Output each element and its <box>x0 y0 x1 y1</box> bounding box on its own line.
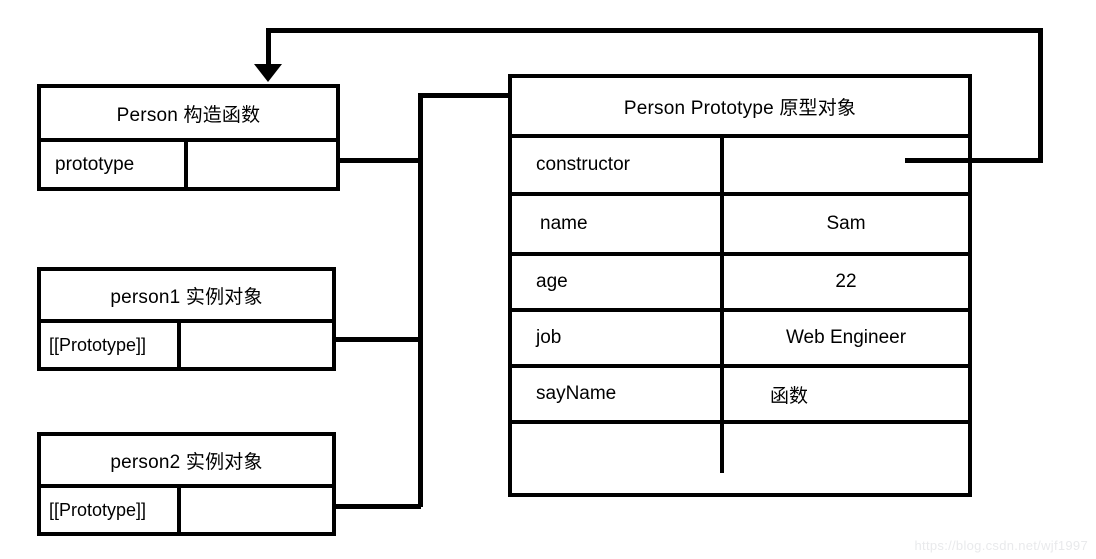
prototype-sayname-value: 函数 <box>770 385 809 407</box>
connector-constructor-vertical-up <box>1038 28 1043 162</box>
person1-title: person1 实例对象 <box>110 286 263 308</box>
person1-row-prototype: [[Prototype]] <box>41 319 332 367</box>
prototype-name-value: Sam <box>826 213 866 234</box>
prototype-name-value-cell: Sam <box>720 196 968 252</box>
prototype-sayname-value-cell: 函数 <box>720 368 968 420</box>
person2-prototype-key-cell: [[Prototype]] <box>41 488 177 532</box>
person2-title: person2 实例对象 <box>110 451 263 473</box>
prototype-constructor-key: constructor <box>536 154 630 175</box>
prototype-age-value-cell: 22 <box>720 256 968 308</box>
prototype-row-age: age 22 <box>512 252 968 308</box>
prototype-job-value: Web Engineer <box>785 327 907 348</box>
constructor-box-header-row: Person 构造函数 <box>41 88 336 138</box>
arrowhead-into-person-box <box>254 64 282 82</box>
watermark-text: https://blog.csdn.net/wjf1997 <box>914 538 1088 553</box>
constructor-prototype-value-cell <box>184 142 336 187</box>
connector-trunk-vertical <box>418 93 423 507</box>
person2-row-prototype: [[Prototype]] <box>41 484 332 532</box>
constructor-box-title: Person 构造函数 <box>116 104 261 126</box>
prototype-row-name: name Sam <box>512 192 968 252</box>
prototype-box-title: Person Prototype 原型对象 <box>623 97 857 119</box>
prototype-job-key-cell: job <box>512 312 720 364</box>
constructor-box-header-cell: Person 构造函数 <box>41 88 336 138</box>
person1-header-cell: person1 实例对象 <box>41 271 332 319</box>
prototype-sayname-key-cell: sayName <box>512 368 720 420</box>
prototype-job-key: job <box>536 327 562 348</box>
person2-header-cell: person2 实例对象 <box>41 436 332 484</box>
prototype-job-value-cell: Web Engineer <box>720 312 968 364</box>
prototype-age-key-cell: age <box>512 256 720 308</box>
prototype-constructor-value-cell <box>720 138 968 192</box>
prototype-name-key-cell: name <box>512 196 720 252</box>
connector-person1-line <box>257 337 421 342</box>
connector-constructor-vertical-down <box>266 28 271 70</box>
person-prototype-object-box: Person Prototype 原型对象 constructor name S… <box>508 74 972 497</box>
constructor-box-row-prototype: prototype <box>41 138 336 187</box>
connector-constructor-horizontal-top <box>266 28 1043 33</box>
prototype-row-job: job Web Engineer <box>512 308 968 364</box>
prototype-box-header-cell: Person Prototype 原型对象 <box>512 78 968 134</box>
connector-constructor-crossing-border <box>905 158 1043 163</box>
person2-header-row: person2 实例对象 <box>41 436 332 484</box>
person1-prototype-key-cell: [[Prototype]] <box>41 323 177 367</box>
prototype-sayname-key: sayName <box>536 383 617 404</box>
person2-instance-box: person2 实例对象 [[Prototype]] <box>37 432 336 536</box>
prototype-constructor-key-cell: constructor <box>512 138 720 192</box>
constructor-prototype-key-cell: prototype <box>41 142 184 187</box>
connector-person2-line <box>257 504 421 509</box>
prototype-row-empty <box>512 420 968 473</box>
person1-header-row: person1 实例对象 <box>41 271 332 319</box>
prototype-age-value: 22 <box>835 271 857 292</box>
person2-prototype-key: [[Prototype]] <box>49 499 147 520</box>
prototype-box-header-row: Person Prototype 原型对象 <box>512 78 968 134</box>
prototype-row-constructor: constructor <box>512 134 968 192</box>
person2-prototype-value-cell <box>177 488 332 532</box>
person1-instance-box: person1 实例对象 [[Prototype]] <box>37 267 336 371</box>
person1-prototype-key: [[Prototype]] <box>49 334 147 355</box>
constructor-prototype-key: prototype <box>55 153 135 175</box>
connector-trunk-to-prototype-object <box>418 93 516 98</box>
prototype-empty-key-cell <box>512 424 720 473</box>
prototype-name-key: name <box>540 213 588 234</box>
prototype-empty-value-cell <box>720 424 968 473</box>
connector-prototype-line <box>281 158 421 163</box>
person1-prototype-value-cell <box>177 323 332 367</box>
prototype-row-sayname: sayName 函数 <box>512 364 968 420</box>
prototype-age-key: age <box>536 271 568 292</box>
person-constructor-box: Person 构造函数 prototype <box>37 84 340 191</box>
